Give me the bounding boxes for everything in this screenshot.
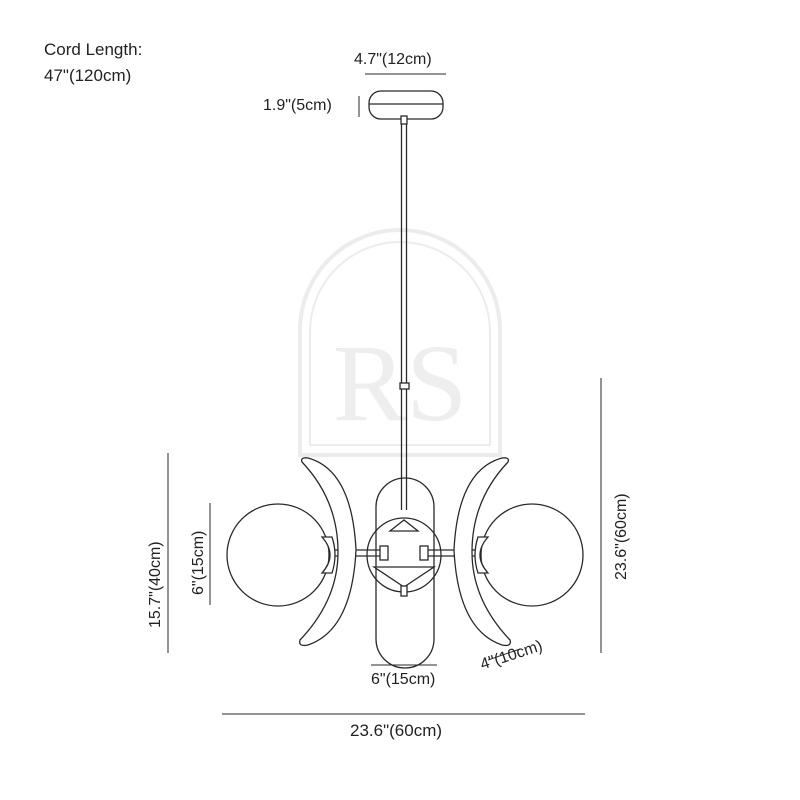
center-hub — [366, 517, 442, 597]
center-capsule — [375, 477, 435, 669]
left-crescent — [299, 457, 357, 647]
cord-length-value: 47"(120cm) — [44, 66, 132, 85]
cord-length-label: Cord Length: — [44, 40, 143, 59]
canopy — [368, 90, 444, 125]
center-width-label: 6"(15cm) — [371, 671, 436, 688]
overall-height-label: 23.6"(60cm) — [613, 493, 630, 580]
canopy-width-label: 4.7"(12cm) — [354, 51, 432, 68]
overall-width-label: 23.6"(60cm) — [350, 721, 443, 740]
left-globe — [226, 503, 330, 607]
cord-length: Cord Length: 47"(120cm) — [44, 37, 142, 89]
right-crescent — [453, 457, 511, 647]
watermark-logo: RS — [298, 228, 502, 457]
canopy-height-label: 1.9"(5cm) — [263, 97, 332, 114]
globe-diameter-label: 6"(15cm) — [190, 530, 207, 595]
right-globe — [480, 503, 584, 607]
suspension-rod — [399, 124, 410, 510]
dimension-lines — [167, 73, 602, 715]
right-socket — [474, 536, 490, 574]
left-socket — [320, 536, 336, 574]
body-height-label: 15.7"(40cm) — [147, 541, 164, 628]
